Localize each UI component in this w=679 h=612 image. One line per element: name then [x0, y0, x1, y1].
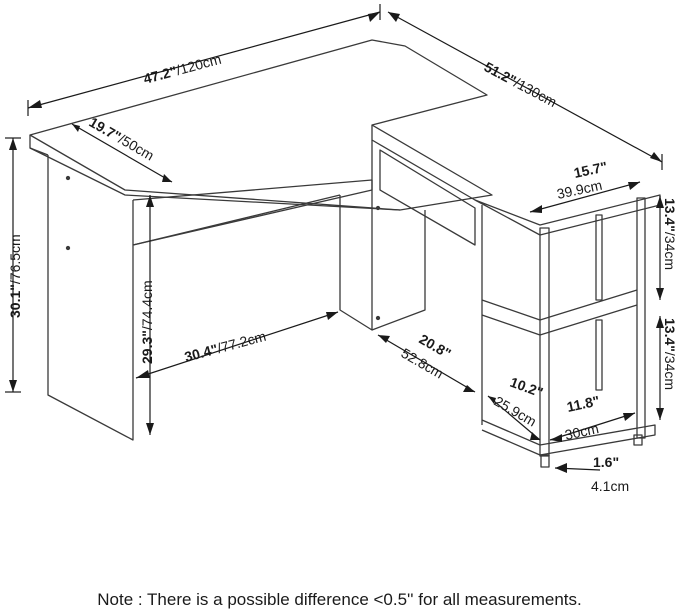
shelf-top: [474, 194, 661, 236]
knee-height-label: 29.3"/74.4cm: [139, 280, 155, 364]
shelf-inner-width-in-label: 11.8": [565, 392, 601, 415]
width-total-label: 47.2"/120cm: [142, 51, 223, 87]
desk-outline: [29, 39, 661, 468]
shelf-height-upper-label: 13.4"/34cm: [662, 198, 678, 270]
dimension-labels: 47.2"/120cm 51.2"/130cm 19.7"/50cm 30.1"…: [7, 51, 678, 494]
shelf-bottom: [481, 419, 656, 456]
shelf-middle: [481, 289, 638, 321]
return-apron: [379, 149, 476, 246]
shelf-post-front: [539, 227, 550, 457]
foot-height-cm-label: 4.1cm: [591, 478, 629, 494]
foot-height-in-label: 1.6": [593, 454, 619, 470]
dimension-lines: [5, 4, 663, 471]
shelf-inner-width-cm-label: 30cm: [563, 420, 600, 443]
shelf-post-back: [636, 197, 646, 439]
foot: [540, 454, 550, 468]
middle-panel: [339, 140, 373, 331]
knee-width-label: 30.4"/77.2cm: [183, 328, 268, 365]
shelf-inner-depth-cm-label: 25.9cm: [492, 393, 540, 430]
dimension-arrows: [9, 12, 664, 473]
left-panel: [47, 155, 134, 441]
height-total-label: 30.1"/76.5cm: [7, 234, 23, 318]
modesty-panel: [132, 179, 373, 246]
measurement-note: Note : There is a possible difference <0…: [97, 590, 582, 609]
shelf-height-lower-label: 13.4"/34cm: [662, 318, 678, 390]
shelf-width-in-label: 15.7": [572, 158, 608, 181]
depth-total-label: 51.2"/130cm: [482, 59, 560, 111]
